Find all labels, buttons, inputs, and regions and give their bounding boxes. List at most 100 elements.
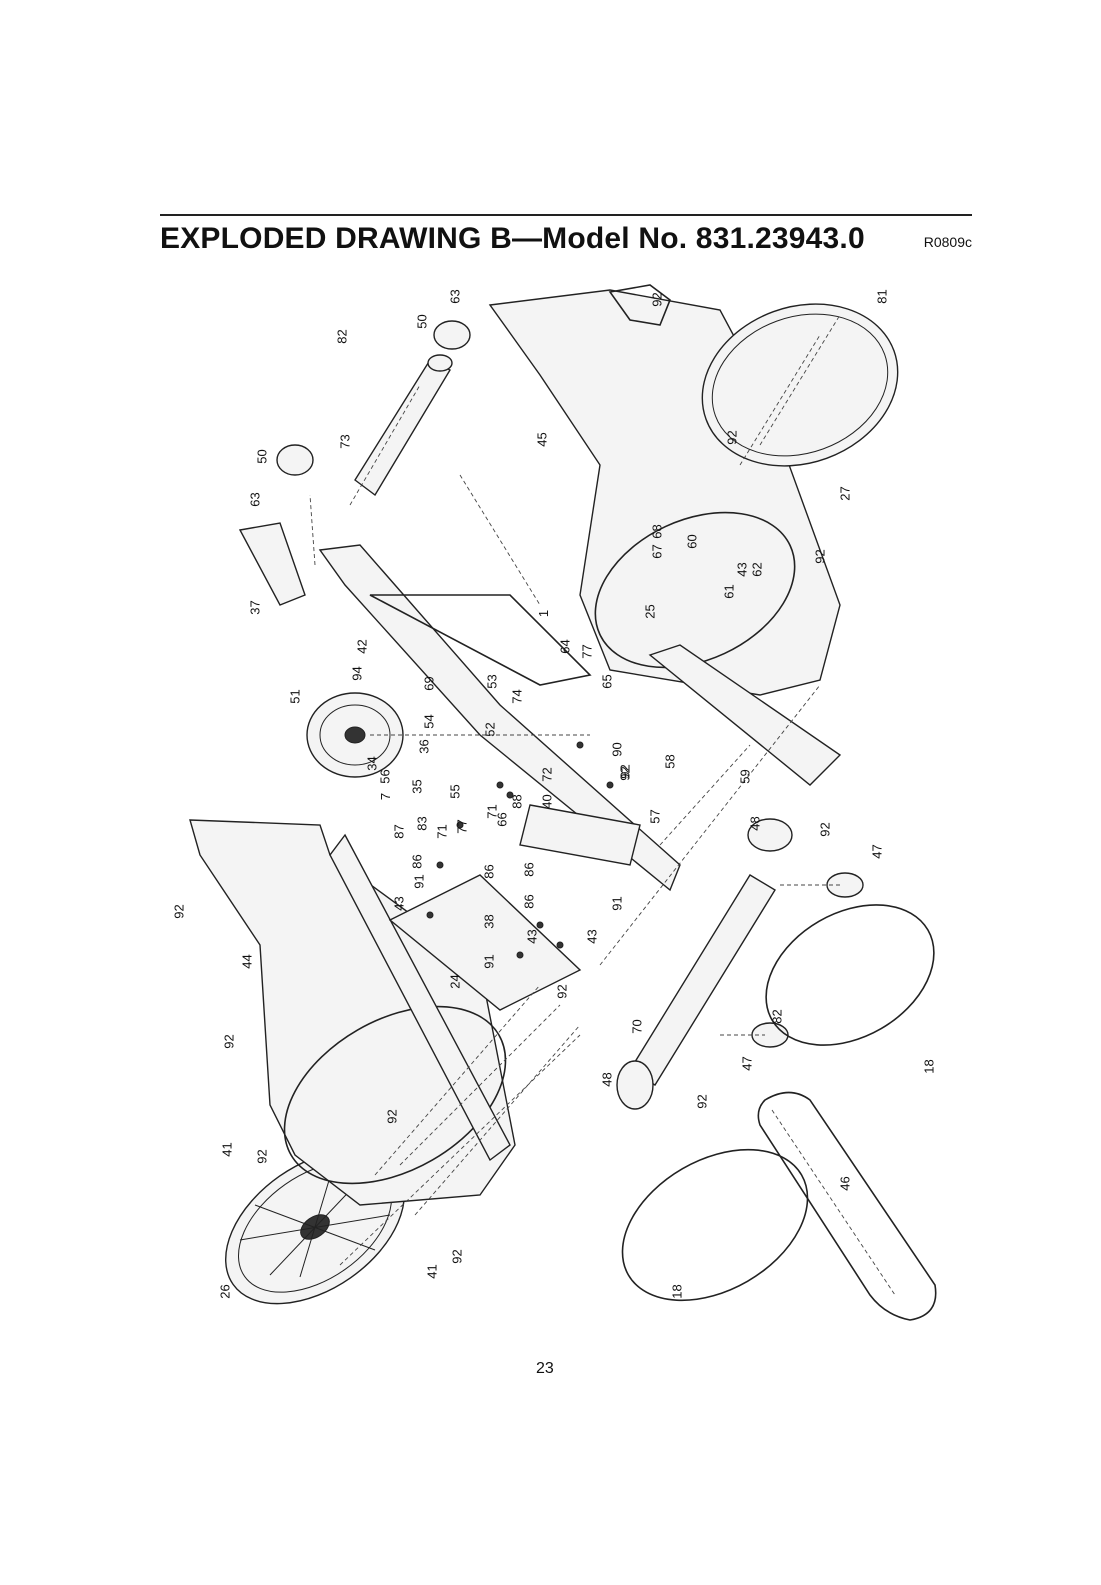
callout-label: 25 bbox=[642, 604, 658, 619]
callout-label: 92 bbox=[171, 904, 187, 919]
callout-label: 68 bbox=[649, 524, 665, 539]
callout-label: 92 bbox=[384, 1109, 400, 1124]
callout-label: 92 bbox=[649, 292, 665, 307]
callout-label: 36 bbox=[416, 739, 432, 754]
callout-label: 94 bbox=[349, 666, 365, 681]
callout-label: 65 bbox=[599, 674, 615, 689]
callout-label: 41 bbox=[219, 1142, 235, 1157]
callout-label: 1 bbox=[536, 609, 552, 618]
callout-label: 18 bbox=[921, 1059, 937, 1074]
foot-47a bbox=[826, 872, 864, 898]
callout-label: 54 bbox=[421, 714, 437, 729]
callout-label: 53 bbox=[484, 674, 500, 689]
callout-label: 59 bbox=[737, 769, 753, 784]
callout-label: 67 bbox=[649, 544, 665, 559]
callout-label: 52 bbox=[482, 722, 498, 737]
callout-label: 86 bbox=[521, 862, 537, 877]
drawing-header: EXPLODED DRAWING B—Model No. 831.23943.0… bbox=[160, 214, 972, 262]
callout-label: 63 bbox=[247, 492, 263, 507]
callout-label: 61 bbox=[721, 584, 737, 599]
callout-label: 92 bbox=[812, 549, 828, 564]
callout-label: 92 bbox=[617, 766, 633, 781]
crossbar-73 bbox=[276, 320, 471, 497]
callout-label: 43 bbox=[524, 929, 540, 944]
callout-label: 70 bbox=[629, 1019, 645, 1034]
callout-label: 40 bbox=[539, 794, 555, 809]
frame-1 bbox=[318, 544, 681, 1162]
callout-label: 45 bbox=[534, 432, 550, 447]
callout-label: 50 bbox=[254, 449, 270, 464]
page-title: EXPLODED DRAWING B—Model No. 831.23943.0 bbox=[160, 222, 865, 255]
callout-label: 92 bbox=[221, 1034, 237, 1049]
callout-label: 82 bbox=[769, 1009, 785, 1024]
callout-label: 7 bbox=[378, 792, 394, 801]
callout-label: 74 bbox=[509, 689, 525, 704]
callout-label: 47 bbox=[869, 844, 885, 859]
drawing-code: R0809c bbox=[923, 234, 972, 250]
callout-label: 91 bbox=[609, 896, 625, 911]
callout-label: 43 bbox=[734, 562, 750, 577]
disc-27 bbox=[701, 303, 899, 467]
callout-label: 42 bbox=[354, 639, 370, 654]
callout-label: 77 bbox=[454, 819, 470, 834]
callout-label: 24 bbox=[447, 974, 463, 989]
callout-label: 92 bbox=[254, 1149, 270, 1164]
callout-label: 43 bbox=[391, 896, 407, 911]
disc-18a bbox=[765, 904, 935, 1046]
callout-label: 48 bbox=[599, 1072, 615, 1087]
callout-label: 38 bbox=[481, 914, 497, 929]
callout-label: 58 bbox=[662, 754, 678, 769]
callout-label: 81 bbox=[874, 289, 890, 304]
hardware-dots bbox=[426, 741, 614, 959]
callout-label: 72 bbox=[539, 767, 555, 782]
callout-label: 71 bbox=[434, 824, 450, 839]
callout-label: 86 bbox=[521, 894, 537, 909]
assembly-lines bbox=[309, 314, 841, 1266]
callout-label: 71 bbox=[484, 804, 500, 819]
callout-label: 35 bbox=[409, 779, 425, 794]
callout-label: 37 bbox=[247, 600, 263, 615]
callout-label: 92 bbox=[724, 430, 740, 445]
disc-18b bbox=[621, 1148, 809, 1302]
callout-label: 46 bbox=[837, 1176, 853, 1191]
callout-label: 57 bbox=[647, 809, 663, 824]
exploded-drawing: 63 50 82 73 50 63 37 42 94 51 69 53 54 3… bbox=[160, 265, 972, 1340]
callout-label: 91 bbox=[411, 874, 427, 889]
cover-37 bbox=[238, 522, 306, 606]
belt-46 bbox=[757, 1091, 937, 1321]
callout-label: 26 bbox=[217, 1284, 233, 1299]
callout-label: 63 bbox=[447, 289, 463, 304]
callout-label: 82 bbox=[334, 329, 350, 344]
left-shield-44 bbox=[189, 819, 516, 1206]
exploded-drawing-art bbox=[189, 284, 937, 1321]
callout-label: 51 bbox=[287, 689, 303, 704]
callout-label: 77 bbox=[579, 644, 595, 659]
callout-label: 60 bbox=[684, 534, 700, 549]
callout-label: 86 bbox=[481, 864, 497, 879]
page-number: 23 bbox=[536, 1360, 554, 1377]
callout-label: 18 bbox=[669, 1284, 685, 1299]
callout-label: 91 bbox=[481, 954, 497, 969]
callout-label: 43 bbox=[584, 929, 600, 944]
callout-label: 86 bbox=[409, 854, 425, 869]
callout-label: 34 bbox=[364, 756, 380, 771]
callout-label: 41 bbox=[424, 1264, 440, 1279]
callout-label: 48 bbox=[747, 816, 763, 831]
callout-label: 83 bbox=[414, 816, 430, 831]
callout-label: 90 bbox=[609, 742, 625, 757]
callout-label: 87 bbox=[391, 824, 407, 839]
callout-label: 92 bbox=[817, 822, 833, 837]
callout-label: 27 bbox=[837, 486, 853, 501]
callout-label: 44 bbox=[239, 954, 255, 969]
callout-label: 62 bbox=[749, 562, 765, 577]
callout-label: 69 bbox=[421, 676, 437, 691]
callout-label: 88 bbox=[509, 794, 525, 809]
callout-label: 55 bbox=[447, 784, 463, 799]
callout-label: 92 bbox=[449, 1249, 465, 1264]
callout-label: 73 bbox=[337, 434, 353, 449]
callout-label: 92 bbox=[554, 984, 570, 999]
callout-label: 56 bbox=[377, 769, 393, 784]
callout-label: 92 bbox=[694, 1094, 710, 1109]
callout-label: 50 bbox=[414, 314, 430, 329]
callout-label: 47 bbox=[739, 1056, 755, 1071]
